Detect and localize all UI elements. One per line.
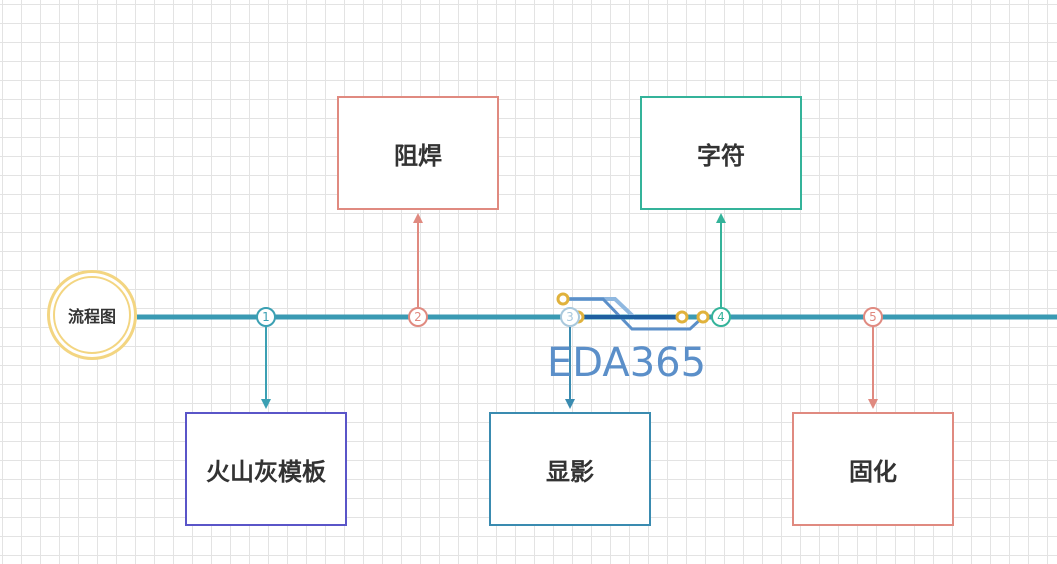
start-label: 流程图 bbox=[53, 276, 131, 354]
step-box-1: 火山灰模板 bbox=[185, 412, 347, 526]
watermark-trace-graphic bbox=[556, 292, 710, 331]
step-node-5: 5 bbox=[863, 307, 883, 327]
step-node-1: 1 bbox=[256, 307, 276, 327]
step-node-2: 2 bbox=[408, 307, 428, 327]
step-box-3: 显影 bbox=[489, 412, 651, 526]
step-box-4: 字符 bbox=[640, 96, 802, 210]
step-node-4: 4 bbox=[711, 307, 731, 327]
start-node: 流程图 bbox=[47, 270, 137, 360]
step-box-5: 固化 bbox=[792, 412, 954, 526]
step-box-2: 阻焊 bbox=[337, 96, 499, 210]
step-node-3: 3 bbox=[560, 307, 580, 327]
watermark-logo-text: EDA365 bbox=[547, 340, 707, 386]
